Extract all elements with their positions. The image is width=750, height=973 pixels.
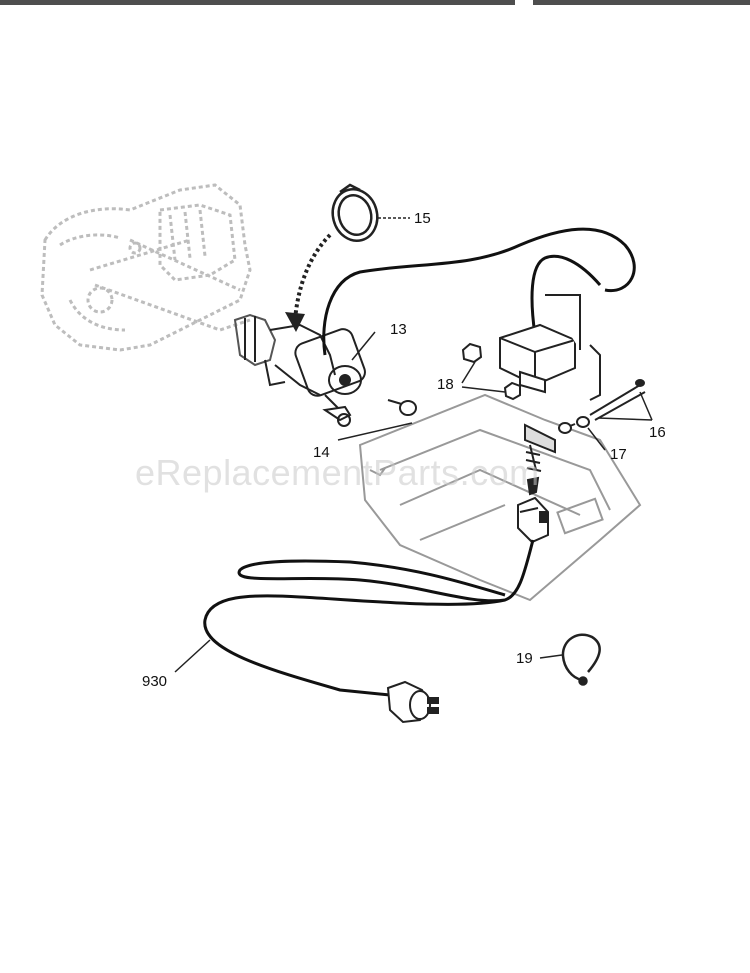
- callout-14: 14: [313, 444, 330, 461]
- callout-19: 19: [516, 650, 533, 667]
- callout-15: 15: [414, 210, 431, 227]
- starter-cable: [322, 227, 636, 356]
- top-border-gap: [515, 0, 533, 5]
- bolt-14a: [322, 405, 352, 427]
- install-arrow: [293, 233, 332, 321]
- cord-connector: [517, 496, 549, 544]
- hose-clamp: [331, 183, 379, 243]
- callout-17: 17: [610, 446, 627, 463]
- snap-ring: [561, 633, 601, 686]
- power-cord: [203, 539, 535, 697]
- top-border: [0, 0, 750, 5]
- nut-18b: [503, 381, 521, 401]
- watermark: eReplacementParts.com: [135, 452, 540, 493]
- engine-block: [40, 183, 252, 352]
- starter-motor: [233, 313, 366, 411]
- nut-18a: [461, 342, 483, 364]
- callout-930: 930: [142, 673, 168, 690]
- terminal-screw: [525, 444, 542, 496]
- plug-930: [386, 680, 439, 724]
- leader-lines: [174, 217, 653, 673]
- mounting-bracket: [358, 393, 642, 602]
- callout-16: 16: [649, 424, 666, 441]
- screw-16: [558, 379, 646, 434]
- callout-13: 13: [390, 321, 407, 338]
- callout-18: 18: [437, 376, 454, 393]
- solenoid-box: [499, 294, 601, 401]
- solenoid-lead: [530, 254, 602, 336]
- install-arrow-head: [285, 312, 305, 332]
- washer-17: [524, 416, 590, 454]
- bolt-14b: [387, 399, 417, 416]
